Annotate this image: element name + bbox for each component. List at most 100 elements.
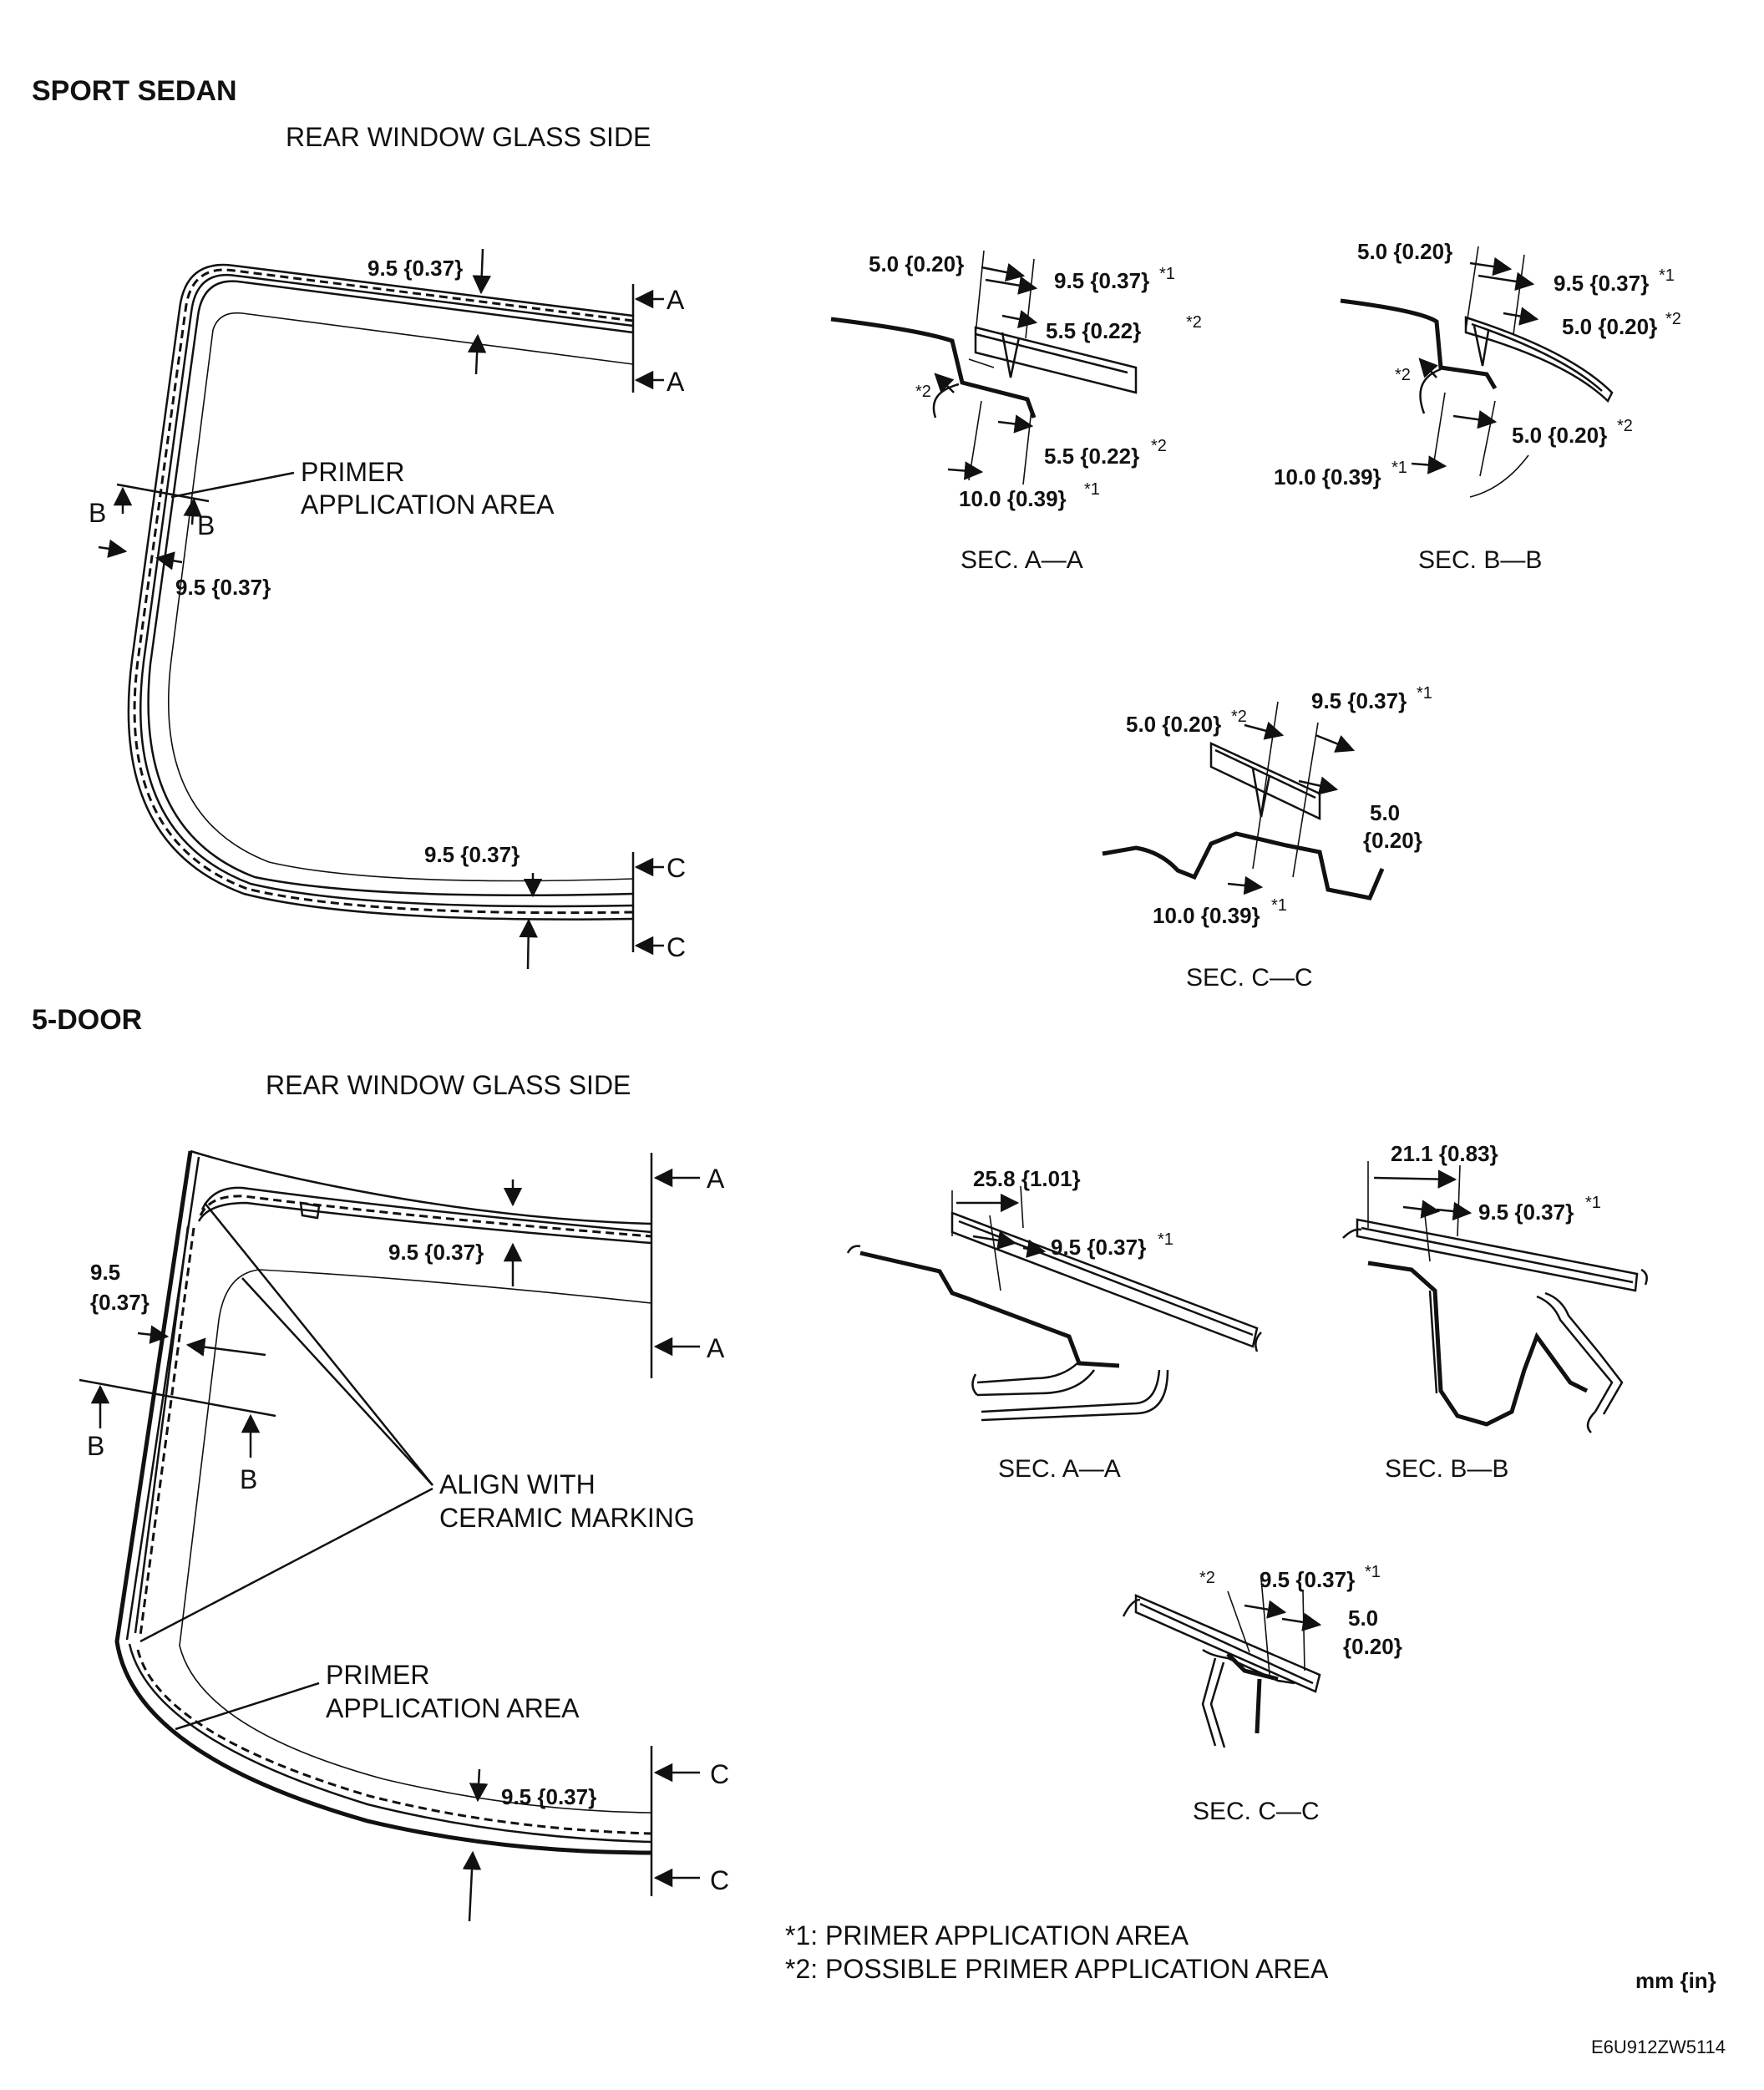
sedan-aa-dim-2: 9.5 {0.37}: [1054, 268, 1149, 293]
fivedoor-title: 5-DOOR: [32, 1004, 142, 1036]
sedan-letter-a-lower: A: [667, 367, 685, 397]
fivedoor-cc-dim-2-line2: {0.20}: [1343, 1634, 1402, 1659]
fivedoor-dim-left-line1: 9.5: [90, 1260, 120, 1285]
sedan-primer-label-2: APPLICATION AREA: [301, 490, 555, 520]
fivedoor-bb-caption: SEC. B—B: [1385, 1455, 1508, 1483]
sedan-bb-dim-2-sup: *1: [1659, 266, 1675, 285]
fivedoor-glass-outline: [114, 1149, 653, 1896]
sedan-cc-dim-1: 5.0 {0.20}: [1126, 712, 1221, 737]
sedan-sec-aa-dims: 5.0 {0.20} 9.5 {0.37} *1 5.5 {0.22} *2 5…: [869, 250, 1202, 574]
sedan-bb-dim-2: 9.5 {0.37}: [1554, 271, 1649, 296]
fivedoor-aa-dim-2-sup: *1: [1158, 1230, 1173, 1249]
sedan-section-a-markers: A A: [634, 285, 685, 397]
sedan-dimension-bottom: 9.5 {0.37}: [424, 842, 543, 970]
sedan-aa-dim-5-sup: *1: [1084, 480, 1100, 499]
fivedoor-letter-b-left: B: [87, 1431, 104, 1461]
figure-code: E6U912ZW5114: [1591, 2037, 1726, 2057]
fivedoor-bb-dim-2: 9.5 {0.37}: [1478, 1200, 1574, 1225]
fivedoor-aa-dim-2: 9.5 {0.37}: [1051, 1235, 1146, 1260]
note-1: *1: PRIMER APPLICATION AREA: [785, 1920, 1189, 1950]
sedan-view-caption: REAR WINDOW GLASS SIDE: [286, 122, 651, 152]
sedan-dim-left: 9.5 {0.37}: [175, 575, 271, 600]
fivedoor-letter-c-lower: C: [710, 1865, 729, 1895]
sedan-aa-caption: SEC. A—A: [961, 546, 1083, 574]
sedan-section-c-markers: C C: [634, 853, 686, 962]
sedan-bb-dim-5-sup: *1: [1391, 459, 1407, 477]
sedan-dimension-top: 9.5 {0.37}: [368, 248, 492, 375]
sedan-aa-dim-4-sup: *2: [1151, 437, 1167, 455]
fivedoor-primer-label-2: APPLICATION AREA: [326, 1693, 580, 1723]
fivedoor-section-a-markers: A A: [653, 1164, 725, 1363]
fivedoor-dimension-top: 9.5 {0.37}: [388, 1179, 523, 1286]
sedan-letter-c-lower: C: [667, 932, 686, 962]
sedan-cc-dim-2-sup: *1: [1417, 684, 1432, 703]
fivedoor-cc-dim-1: 9.5 {0.37}: [1260, 1567, 1355, 1592]
fivedoor-dimension-left: 9.5 {0.37}: [90, 1260, 266, 1357]
fivedoor-sec-aa-dims: 25.8 {1.01} 9.5 {0.37} *1 SEC. A—A: [951, 1166, 1173, 1483]
sedan-letter-b-right: B: [197, 510, 215, 540]
sedan-sec-bb-dims: 5.0 {0.20} 9.5 {0.37} *1 5.0 {0.20} *2 5…: [1274, 239, 1681, 574]
sedan-dim-top: 9.5 {0.37}: [368, 256, 463, 281]
sedan-bb-caption: SEC. B—B: [1418, 546, 1542, 574]
fivedoor-primer-label-1: PRIMER: [326, 1660, 429, 1690]
fivedoor-letter-c-upper: C: [710, 1759, 729, 1789]
sedan-bb-mark: *2: [1395, 366, 1411, 384]
sedan-sec-cc-drawing: [1102, 742, 1385, 900]
sedan-dim-bottom: 9.5 {0.37}: [424, 842, 520, 867]
sedan-bb-dim-4-sup: *2: [1617, 417, 1633, 435]
footnotes: *1: PRIMER APPLICATION AREA *2: POSSIBLE…: [785, 1920, 1726, 2057]
fivedoor-cc-mark: *2: [1199, 1569, 1215, 1587]
sedan-cc-dim-4: 10.0 {0.39}: [1153, 903, 1260, 928]
sedan-bb-dim-3: 5.0 {0.20}: [1562, 314, 1657, 339]
sedan-sec-bb-drawing: [1340, 298, 1614, 498]
fivedoor-view-caption: REAR WINDOW GLASS SIDE: [266, 1070, 631, 1100]
fivedoor-sec-bb-drawing: [1342, 1218, 1648, 1433]
sedan-cc-dim-2: 9.5 {0.37}: [1311, 688, 1407, 713]
sedan-letter-b-left: B: [89, 498, 106, 528]
fivedoor-bb-dim-1: 21.1 {0.83}: [1391, 1141, 1498, 1166]
fivedoor-section-b-markers: B B: [79, 1378, 276, 1494]
sedan-aa-dim-5: 10.0 {0.39}: [959, 486, 1067, 511]
sedan-letter-a-upper: A: [667, 285, 685, 315]
sedan-cc-dim-4-sup: *1: [1271, 896, 1287, 915]
units-label: mm {in}: [1635, 1968, 1716, 1993]
fivedoor-sec-bb-dims: 21.1 {0.83} 9.5 {0.37} *1 SEC. B—B: [1367, 1141, 1601, 1483]
fivedoor-letter-a-upper: A: [707, 1164, 725, 1194]
sedan-aa-dim-3-sup: *2: [1186, 313, 1202, 332]
sedan-bb-dim-5: 10.0 {0.39}: [1274, 464, 1381, 490]
fivedoor-dimension-bottom: 9.5 {0.37}: [462, 1768, 596, 1922]
sedan-primer-callout: PRIMER APPLICATION AREA: [170, 457, 555, 520]
sedan-title: SPORT SEDAN: [32, 75, 237, 107]
fivedoor-cc-dim-2-line1: 5.0: [1348, 1606, 1378, 1631]
fivedoor-sec-cc-drawing: [1122, 1594, 1321, 1748]
sedan-glass-outline: [127, 263, 635, 952]
sedan-sec-aa-drawing: [830, 317, 1138, 419]
sedan-sec-cc-dims: 5.0 {0.20} *2 9.5 {0.37} *1 5.0 {0.20} 1…: [1126, 684, 1432, 992]
fivedoor-aa-caption: SEC. A—A: [998, 1455, 1121, 1483]
fivedoor-bb-dim-2-sup: *1: [1585, 1194, 1601, 1212]
fivedoor-primer-callout: PRIMER APPLICATION AREA: [175, 1660, 580, 1731]
sedan-dimension-left: 9.5 {0.37}: [98, 539, 271, 600]
fivedoor-dim-top: 9.5 {0.37}: [388, 1240, 484, 1265]
fivedoor-section-c-markers: C C: [653, 1759, 729, 1895]
fivedoor-align-label-1: ALIGN WITH: [439, 1469, 596, 1499]
fivedoor-dim-left-line2: {0.37}: [90, 1290, 150, 1315]
fivedoor-letter-b-right: B: [240, 1464, 257, 1494]
sedan-aa-dim-4: 5.5 {0.22}: [1044, 444, 1139, 469]
note-2: *2: POSSIBLE PRIMER APPLICATION AREA: [785, 1954, 1329, 1984]
sedan-aa-dim-2-sup: *1: [1159, 265, 1175, 283]
sedan-bb-dim-1: 5.0 {0.20}: [1357, 239, 1452, 264]
sedan-bb-dim-3-sup: *2: [1665, 310, 1681, 328]
sedan-aa-dim-3: 5.5 {0.22}: [1046, 318, 1141, 343]
fivedoor-cc-caption: SEC. C—C: [1193, 1798, 1320, 1825]
fivedoor-sec-cc-dims: *2 9.5 {0.37} *1 5.0 {0.20} SEC. C—C: [1193, 1563, 1402, 1825]
sedan-section-b-markers: B B: [89, 483, 215, 540]
fivedoor-letter-a-lower: A: [707, 1333, 725, 1363]
fivedoor-align-label-2: CERAMIC MARKING: [439, 1503, 695, 1533]
sedan-cc-dim-3-line1: 5.0: [1370, 800, 1400, 825]
sedan-bb-dim-4: 5.0 {0.20}: [1512, 423, 1607, 448]
sedan-primer-label-1: PRIMER: [301, 457, 404, 487]
sedan-aa-mark: *2: [915, 383, 931, 401]
sedan-cc-dim-1-sup: *2: [1231, 708, 1247, 726]
